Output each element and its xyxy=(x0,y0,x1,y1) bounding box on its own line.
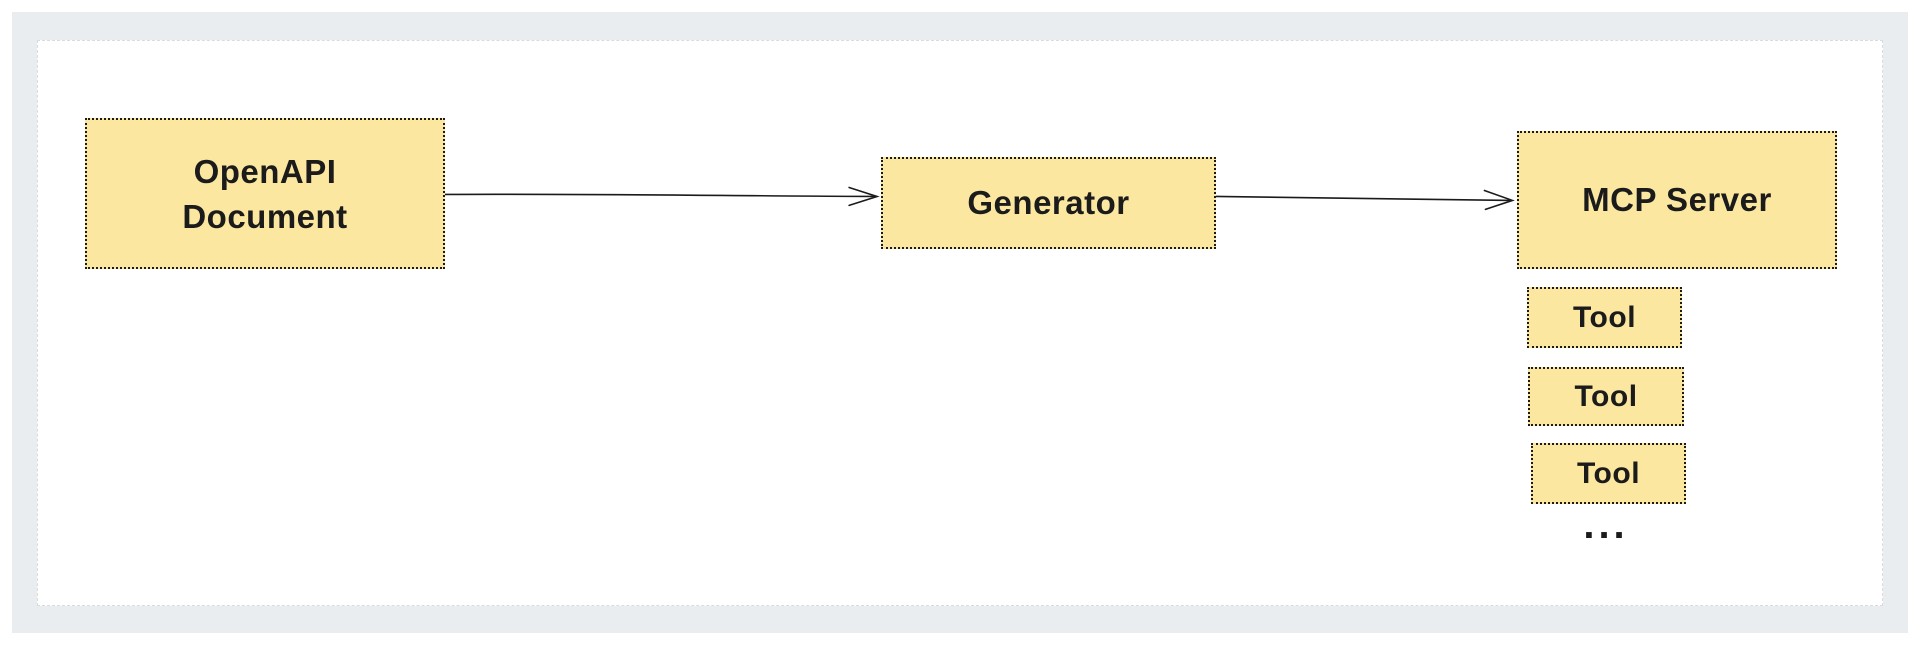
diagram-canvas: OpenAPI Document Generator MCP Server To… xyxy=(37,40,1883,606)
outer-frame: OpenAPI Document Generator MCP Server To… xyxy=(12,12,1908,633)
node-tool-3-label: Tool xyxy=(1576,456,1641,490)
node-tool-2-label: Tool xyxy=(1574,379,1638,413)
node-openapi-document: OpenAPI Document xyxy=(85,118,445,269)
arrow-openapi-to-generator xyxy=(443,186,880,207)
node-generator-label: Generator xyxy=(967,184,1130,221)
more-tools-ellipsis: ... xyxy=(1583,503,1629,547)
node-generator: Generator xyxy=(881,157,1216,249)
node-tool-3: Tool xyxy=(1531,443,1686,504)
node-openapi-label-line1: OpenAPI xyxy=(193,152,337,190)
node-tool-1-label: Tool xyxy=(1572,300,1637,334)
node-tool-2: Tool xyxy=(1528,367,1684,426)
node-mcp-server-label: MCP Server xyxy=(1582,181,1772,218)
node-mcp-server: MCP Server xyxy=(1517,131,1837,269)
node-tool-1: Tool xyxy=(1527,287,1682,348)
arrow-generator-to-mcp-server xyxy=(1214,189,1515,211)
node-openapi-label-line2: Document xyxy=(182,197,348,235)
